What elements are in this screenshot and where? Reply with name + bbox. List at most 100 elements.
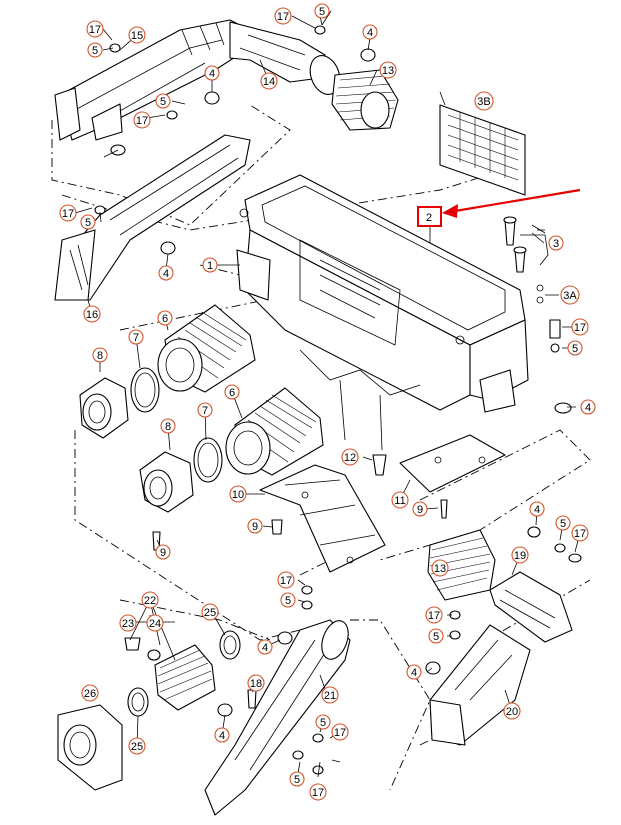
svg-text:5: 5 (92, 45, 98, 57)
part-19-duct (489, 571, 573, 643)
callout: 3B (474, 91, 494, 111)
svg-text:17: 17 (428, 610, 440, 622)
callout: 17 (133, 111, 151, 129)
callout: 5 (87, 42, 103, 58)
part-11-plate (399, 434, 506, 493)
callout: 5 (280, 592, 296, 608)
callout: 17 (309, 783, 327, 801)
callout: 17 (86, 20, 104, 38)
callout: 12 (341, 448, 359, 466)
callout: 5 (555, 515, 571, 531)
callout: 9 (412, 501, 428, 517)
part-6-filter-element-bottom (225, 387, 324, 476)
svg-text:17: 17 (89, 24, 101, 36)
svg-text:4: 4 (367, 27, 373, 39)
callout: 14 (260, 72, 278, 90)
callout: 17 (425, 606, 443, 624)
svg-text:25: 25 (204, 607, 216, 619)
callout: 13 (431, 559, 449, 577)
callout: 3A (560, 285, 580, 305)
callout: 5 (289, 771, 305, 787)
svg-text:13: 13 (382, 65, 394, 77)
svg-text:5: 5 (319, 6, 325, 18)
callout: 20 (503, 702, 521, 720)
svg-text:5: 5 (433, 631, 439, 643)
part-2-highlight: 2 (417, 188, 581, 243)
svg-text:4: 4 (534, 504, 540, 516)
svg-text:5: 5 (85, 217, 91, 229)
callout: 4 (214, 727, 230, 743)
callout: 15 (128, 26, 146, 44)
callout: 7 (128, 329, 144, 345)
callout: 6 (157, 310, 173, 326)
part-9-screws (271, 499, 448, 535)
svg-text:22: 22 (144, 595, 156, 607)
callout: 5 (315, 714, 331, 730)
svg-text:6: 6 (162, 313, 168, 325)
highlight-label: 2 (426, 212, 432, 224)
svg-text:19: 19 (514, 550, 526, 562)
callout: 4 (580, 399, 596, 415)
svg-text:14: 14 (263, 76, 275, 88)
part-20-duct (429, 624, 531, 746)
svg-text:11: 11 (394, 495, 405, 507)
svg-text:17: 17 (277, 11, 289, 23)
callout: 17 (274, 7, 292, 25)
svg-text:4: 4 (411, 667, 417, 679)
callout: 3 (548, 235, 564, 251)
svg-text:6: 6 (229, 387, 235, 399)
svg-text:3B: 3B (477, 96, 490, 108)
part-15-intake-duct (54, 19, 266, 141)
svg-text:17: 17 (280, 575, 292, 587)
svg-text:4: 4 (219, 730, 225, 742)
svg-text:16: 16 (86, 309, 98, 321)
callout: 4 (204, 65, 220, 81)
part-13-bellows-top (331, 69, 399, 131)
part-10-shield (259, 464, 386, 573)
svg-text:4: 4 (163, 268, 169, 280)
svg-text:26: 26 (84, 688, 96, 700)
svg-text:17: 17 (312, 787, 324, 799)
svg-text:17: 17 (334, 727, 346, 739)
small-hardware (94, 25, 582, 775)
svg-text:5: 5 (560, 518, 566, 530)
part-21-pipe (204, 619, 351, 816)
svg-text:24: 24 (149, 618, 161, 630)
part-14-duct (229, 21, 341, 95)
callout: 24 (146, 614, 164, 632)
callout: 5 (428, 628, 444, 644)
svg-text:5: 5 (572, 343, 578, 355)
callout: 9 (247, 518, 263, 534)
callout: 26 (81, 684, 99, 702)
callout: 5 (155, 93, 171, 109)
callout: 8 (160, 418, 176, 434)
svg-text:8: 8 (165, 421, 171, 433)
callout: 16 (83, 305, 101, 323)
callout: 5 (80, 214, 96, 230)
svg-text:17: 17 (62, 208, 74, 220)
callout: 9 (155, 544, 171, 560)
callout-markers: 17 5 15 17 5 4 13 14 17 5 4 3B 17 5 4 1 … (59, 3, 596, 801)
part-12-pin (372, 454, 387, 476)
callout: 4 (406, 664, 422, 680)
callout: 7 (197, 402, 213, 418)
callout: 8 (92, 347, 108, 363)
callout: 4 (257, 639, 273, 655)
callout: 13 (379, 61, 397, 79)
callout: 25 (128, 737, 146, 755)
svg-text:8: 8 (97, 350, 103, 362)
callout: 23 (119, 614, 137, 632)
svg-text:7: 7 (202, 405, 208, 417)
part-6-filter-element-top (157, 304, 256, 393)
arrow-head-icon (442, 204, 458, 218)
callout: 6 (224, 384, 240, 400)
svg-text:17: 17 (574, 528, 586, 540)
svg-text:9: 9 (252, 521, 258, 533)
svg-text:5: 5 (294, 774, 300, 786)
svg-text:5: 5 (285, 595, 291, 607)
callout: 17 (571, 524, 589, 542)
part-26-throttle-body (57, 704, 123, 791)
svg-text:12: 12 (344, 452, 356, 464)
callout: 17 (277, 571, 295, 589)
